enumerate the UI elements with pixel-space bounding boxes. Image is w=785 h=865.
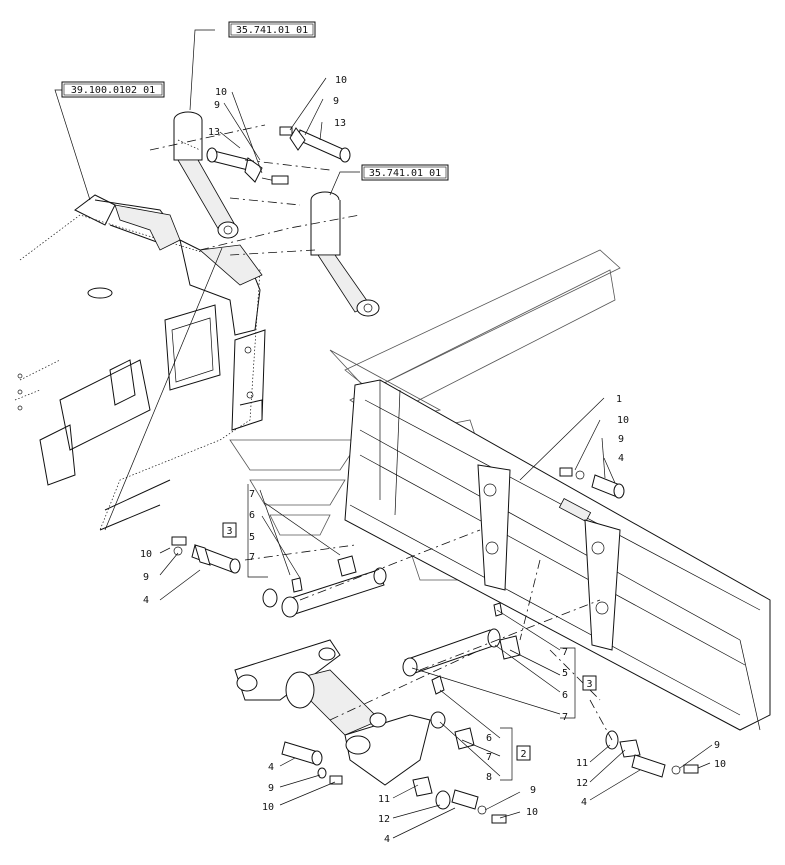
push-arm-left	[262, 555, 387, 618]
callout-7: 7	[486, 752, 492, 763]
group-box-3-mid: 3	[582, 675, 597, 691]
pin-bottom-left	[281, 741, 343, 785]
callout-4: 4	[268, 762, 274, 773]
callout-10: 10	[714, 759, 726, 770]
svg-text:3: 3	[586, 679, 592, 690]
pin-top-b	[279, 126, 351, 163]
callout-10: 10	[617, 415, 629, 426]
callout-10: 10	[262, 802, 274, 813]
lift-cylinder-lower	[310, 191, 380, 317]
callout-9: 9	[214, 100, 220, 111]
pin-right	[559, 467, 625, 499]
ref-code: 35.741.01 01	[369, 168, 441, 179]
pivot-frame	[234, 639, 475, 786]
callout-8: 8	[486, 772, 492, 783]
pin-bottom-right	[605, 730, 699, 778]
callout-11: 11	[576, 758, 588, 769]
callout-5: 5	[249, 532, 255, 543]
callout-12: 12	[576, 778, 588, 789]
push-arm-middle	[402, 602, 521, 677]
callout-9: 9	[268, 783, 274, 794]
pin-bottom-mid	[412, 776, 507, 824]
callout-7: 7	[562, 647, 568, 658]
dozer-blade	[344, 379, 771, 731]
callout-10: 10	[215, 87, 227, 98]
callout-9: 9	[618, 434, 624, 445]
callout-12: 12	[378, 814, 390, 825]
callout-4: 4	[618, 453, 624, 464]
group-box-2: 2	[516, 745, 531, 761]
callout-9: 9	[143, 572, 149, 583]
callout-10: 10	[526, 807, 538, 818]
callout-6: 6	[562, 690, 568, 701]
pin-top-a	[206, 147, 289, 185]
callout-11: 11	[378, 794, 390, 805]
callout-9: 9	[333, 96, 339, 107]
callout-10: 10	[140, 549, 152, 560]
pin-left	[171, 536, 241, 574]
ref-code: 35.741.01 01	[236, 25, 308, 36]
callout-9: 9	[530, 785, 536, 796]
callout-13: 13	[208, 127, 220, 138]
callout-13: 13	[334, 118, 346, 129]
callout-4: 4	[384, 834, 390, 845]
callout-10: 10	[335, 75, 347, 86]
leader-lines	[54, 29, 713, 839]
callout-4: 4	[143, 595, 149, 606]
callout-7: 7	[249, 552, 255, 563]
callout-7: 7	[562, 712, 568, 723]
callout-4: 4	[581, 797, 587, 808]
reference-box-frame: 39.100.0102 01	[61, 81, 165, 98]
callout-7: 7	[249, 489, 255, 500]
group-box-3-left: 3	[222, 522, 237, 538]
reference-box-cylinder-mid: 35.741.01 01	[361, 164, 449, 181]
tractor-frame	[14, 194, 266, 531]
svg-text:2: 2	[520, 749, 526, 760]
callout-5: 5	[562, 668, 568, 679]
callout-6: 6	[249, 510, 255, 521]
svg-text:3: 3	[226, 526, 232, 537]
callout-6: 6	[486, 733, 492, 744]
lift-cylinder-upper	[173, 111, 239, 239]
callout-labels: 10 9 13 10 9 13 1 10 9 4 7 6 5 7 10 9 4 …	[140, 75, 726, 845]
ref-code: 39.100.0102 01	[71, 85, 155, 96]
callout-1: 1	[616, 394, 622, 405]
callout-9: 9	[714, 740, 720, 751]
reference-box-cylinder-top: 35.741.01 01	[228, 21, 316, 38]
